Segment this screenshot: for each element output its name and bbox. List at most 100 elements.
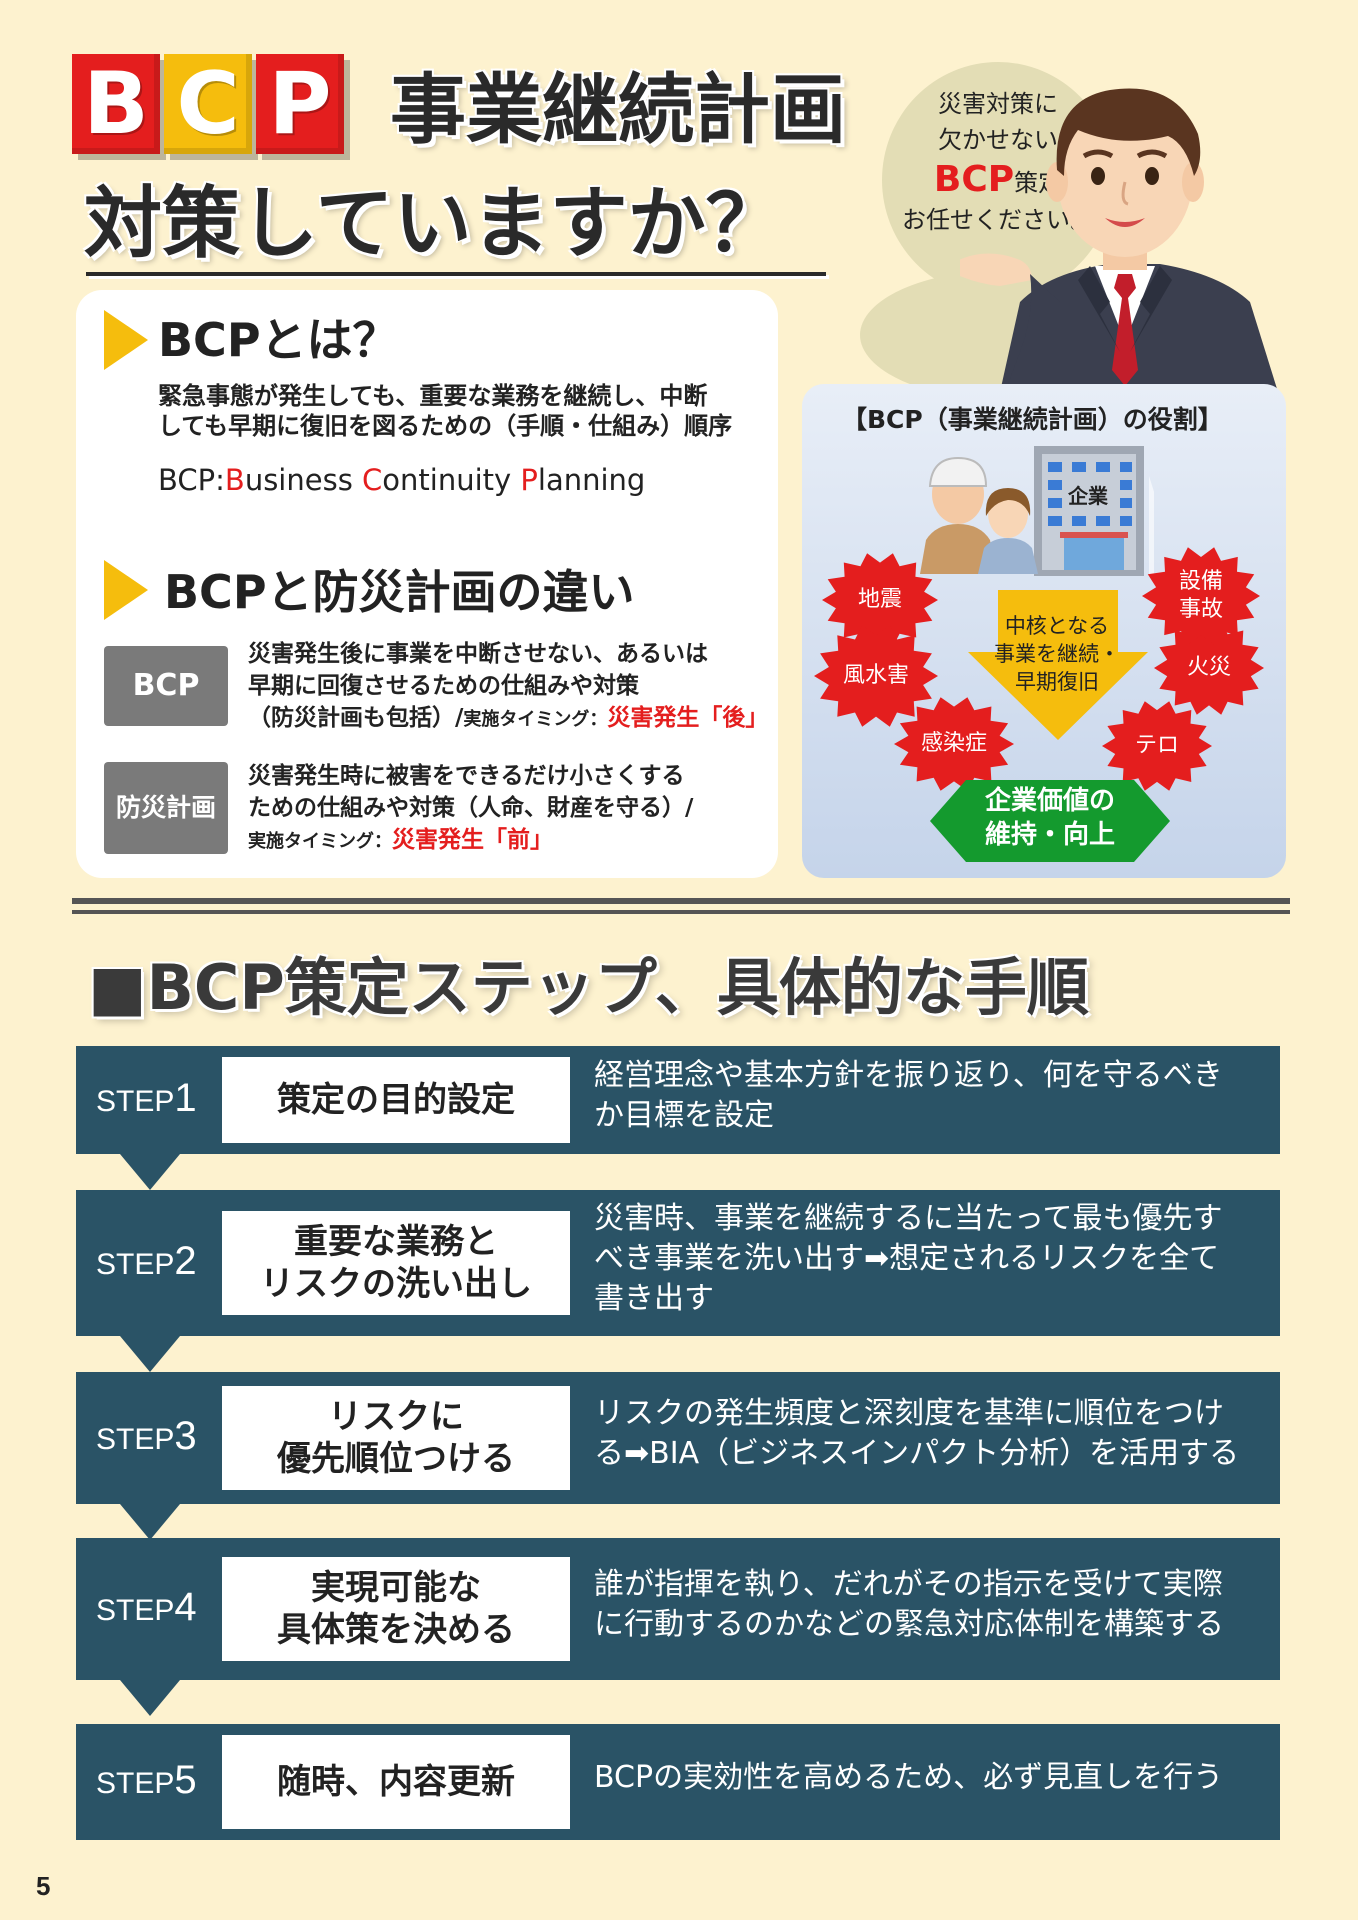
step-word: STEP <box>96 1767 175 1800</box>
step-desc-line-2: る➡BIA（ビジネスインパクト分析）を活用する <box>594 1436 1240 1471</box>
step-title-line-2: リスクの洗い出し <box>260 1264 532 1304</box>
risk-label: 設備事故 <box>1178 569 1223 622</box>
bcp-timing-label: 実施タイミング： <box>463 709 608 730</box>
bcp-desc-line-1: 災害発生後に事業を中断させない、あるいは <box>248 641 708 667</box>
disaster-timing-label: 実施タイミング： <box>248 831 392 852</box>
step-title-box: リスクに優先順位つける <box>222 1386 570 1490</box>
page-title: 事業継続計画 <box>390 65 846 154</box>
step-title-line-1: 策定の目的設定 <box>277 1080 515 1120</box>
center-line-2: 事業を継続・ <box>994 642 1120 666</box>
section-divider <box>72 898 1290 904</box>
step-number: 1 <box>174 1076 197 1120</box>
step-title-box: 実現可能な具体策を決める <box>222 1557 570 1661</box>
step-desc-line-2: べき事業を洗い出す➡想定されるリスクを全て <box>594 1241 1220 1276</box>
step-label: STEP2 <box>96 1241 197 1285</box>
step-desc-line-1: 誰が指揮を執り、だれがその指示を受けて実際 <box>594 1567 1223 1602</box>
burst-icon <box>1142 547 1260 645</box>
step-2: STEP2 重要な業務とリスクの洗い出し災害時、事業を継続するに当たって最も優先す… <box>76 1190 1280 1336</box>
risk-label: 火災 <box>1186 655 1231 680</box>
bubble-line-1: 災害対策に <box>938 90 1058 118</box>
step-title-line-1: 随時、内容更新 <box>277 1762 515 1802</box>
role-title: 【BCP（事業継続計画）の役割】 <box>842 405 1223 434</box>
step-title-box: 随時、内容更新 <box>222 1735 570 1829</box>
def-rest-planning: lanning <box>537 463 646 497</box>
risk-label: 風水害 <box>842 663 909 688</box>
step-word: STEP <box>96 1423 175 1456</box>
step-desc-line-1: 災害時、事業を継続するに当たって最も優先す <box>594 1201 1223 1236</box>
def-initial-c: C <box>362 463 383 497</box>
bubble-line-4: お任せください。 <box>902 206 1094 234</box>
risk-bursts: 地震風水害感染症テロ火災設備事故 <box>802 384 1286 878</box>
step-number: 4 <box>174 1585 197 1629</box>
disaster-desc-line-2: ための仕組みや対策（人命、財産を守る）/ <box>248 795 694 821</box>
bcp-logo-blocks: B C P <box>72 54 348 154</box>
bcp-desc: 災害発生後に事業を中断させない、あるいは 早期に回復させるための仕組みや対策 （… <box>248 638 768 736</box>
step-desc-line-2: に行動するのかなどの緊急対応体制を構築する <box>594 1607 1224 1642</box>
logo-letter-b: B <box>72 54 160 154</box>
step-number: 3 <box>174 1414 197 1458</box>
step-description: 誰が指揮を執り、だれがその指示を受けて実際に行動するのかなどの緊急対応体制を構築… <box>594 1565 1270 1645</box>
bcp-label-box: BCP <box>104 646 228 726</box>
step-label: STEP3 <box>96 1416 197 1460</box>
result-text: 企業価値の 維持・向上 <box>930 784 1170 852</box>
step-label: STEP5 <box>96 1760 197 1804</box>
step-title-box: 重要な業務とリスクの洗い出し <box>222 1211 570 1315</box>
step-number: 5 <box>174 1758 197 1802</box>
bcp-timing: 災害発生「後」 <box>607 705 769 731</box>
difference-heading: BCPと防災計画の違い <box>164 565 635 619</box>
disaster-desc-line-1: 災害発生時に被害をできるだけ小さくする <box>248 763 685 789</box>
result-line-2: 維持・向上 <box>984 820 1115 850</box>
steps-title: ■BCP策定ステップ、具体的な手順 <box>88 951 1089 1024</box>
burst-icon <box>1154 621 1264 715</box>
subtitle-underline <box>86 272 826 276</box>
step-desc-line-1: BCPの実効性を高めるため、必ず見直しを行う <box>594 1760 1224 1795</box>
bcp-info-card: BCPとは？ 緊急事態が発生しても、重要な業務を継続し、中断 しても早期に復旧を… <box>76 290 778 878</box>
step-description: 災害時、事業を継続するに当たって最も優先すべき事業を洗い出す➡想定されるリスクを… <box>594 1199 1270 1319</box>
step-word: STEP <box>96 1085 175 1118</box>
bubble-bcp: BCP <box>933 159 1015 200</box>
step-description: 経営理念や基本方針を振り返り、何を守るべきか目標を設定 <box>594 1056 1270 1136</box>
what-is-desc-line-2: しても早期に復旧を図るための（手順・仕組み）順序 <box>158 412 733 440</box>
step-label: STEP1 <box>96 1078 197 1122</box>
result-line-1: 企業価値の <box>984 786 1115 816</box>
step-desc-line-1: リスクの発生頻度と深刻度を基準に順位をつけ <box>594 1396 1224 1431</box>
step-description: BCPの実効性を高めるため、必ず見直しを行う <box>594 1758 1270 1798</box>
step-down-arrow-icon <box>120 1336 180 1372</box>
bcp-definition: BCP:Business Continuity Planning <box>158 460 645 500</box>
down-arrow-icon <box>968 590 1148 740</box>
section-divider-thin <box>72 910 1290 914</box>
step-title-box: 策定の目的設定 <box>222 1057 570 1143</box>
step-4: STEP4 実現可能な具体策を決める誰が指揮を執り、だれがその指示を受けて実際に行… <box>76 1538 1280 1680</box>
step-down-arrow-icon <box>120 1680 180 1716</box>
step-down-arrow-icon <box>120 1504 180 1540</box>
disaster-plan-desc: 災害発生時に被害をできるだけ小さくする ための仕組みや対策（人命、財産を守る）/… <box>248 760 693 858</box>
step-label: STEP4 <box>96 1587 197 1631</box>
step-title-line-1: リスクに <box>328 1397 464 1437</box>
what-is-desc-line-1: 緊急事態が発生しても、重要な業務を継続し、中断 <box>158 382 708 410</box>
risk-label: テロ <box>1134 733 1179 758</box>
logo-letter-c: C <box>164 54 252 154</box>
burst-icon <box>822 553 938 647</box>
bcp-desc-line-3: （防災計画も包括）/実施タイミング：災害発生「後」 <box>248 702 768 736</box>
page-number: 5 <box>36 1871 51 1901</box>
step-5: STEP5 随時、内容更新 BCPの実効性を高めるため、必ず見直しを行う <box>76 1724 1280 1840</box>
bcp-desc-line-2: 早期に回復させるための仕組みや対策 <box>248 673 639 699</box>
bcp-desc-line-3-text: （防災計画も包括）/ <box>248 705 464 731</box>
def-initial-p: P <box>520 463 538 497</box>
bcp-role-panel: 【BCP（事業継続計画）の役割】 企業 中核となる 事業を継続・ 早期復旧 地震… <box>802 384 1286 878</box>
step-title-line-1: 実現可能な <box>311 1568 481 1608</box>
step-word: STEP <box>96 1594 175 1627</box>
company-label: 企業 <box>1068 484 1108 508</box>
businessman-illustration <box>960 88 1278 392</box>
step-number: 2 <box>174 1239 197 1283</box>
step-word: STEP <box>96 1248 175 1281</box>
center-line-3: 早期復旧 <box>1015 670 1099 694</box>
risk-label: 地震 <box>857 587 902 612</box>
bullet-triangle-icon <box>104 560 148 620</box>
burst-icon <box>814 625 938 727</box>
step-1: STEP1 策定の目的設定 経営理念や基本方針を振り返り、何を守るべきか目標を設定 <box>76 1046 1280 1154</box>
step-title-line-2: 優先順位つける <box>277 1439 515 1479</box>
step-down-arrow-icon <box>120 1154 180 1190</box>
step-description: リスクの発生頻度と深刻度を基準に順位をつける➡BIA（ビジネスインパクト分析）を… <box>594 1394 1270 1474</box>
what-is-heading: BCPとは？ <box>158 313 399 367</box>
